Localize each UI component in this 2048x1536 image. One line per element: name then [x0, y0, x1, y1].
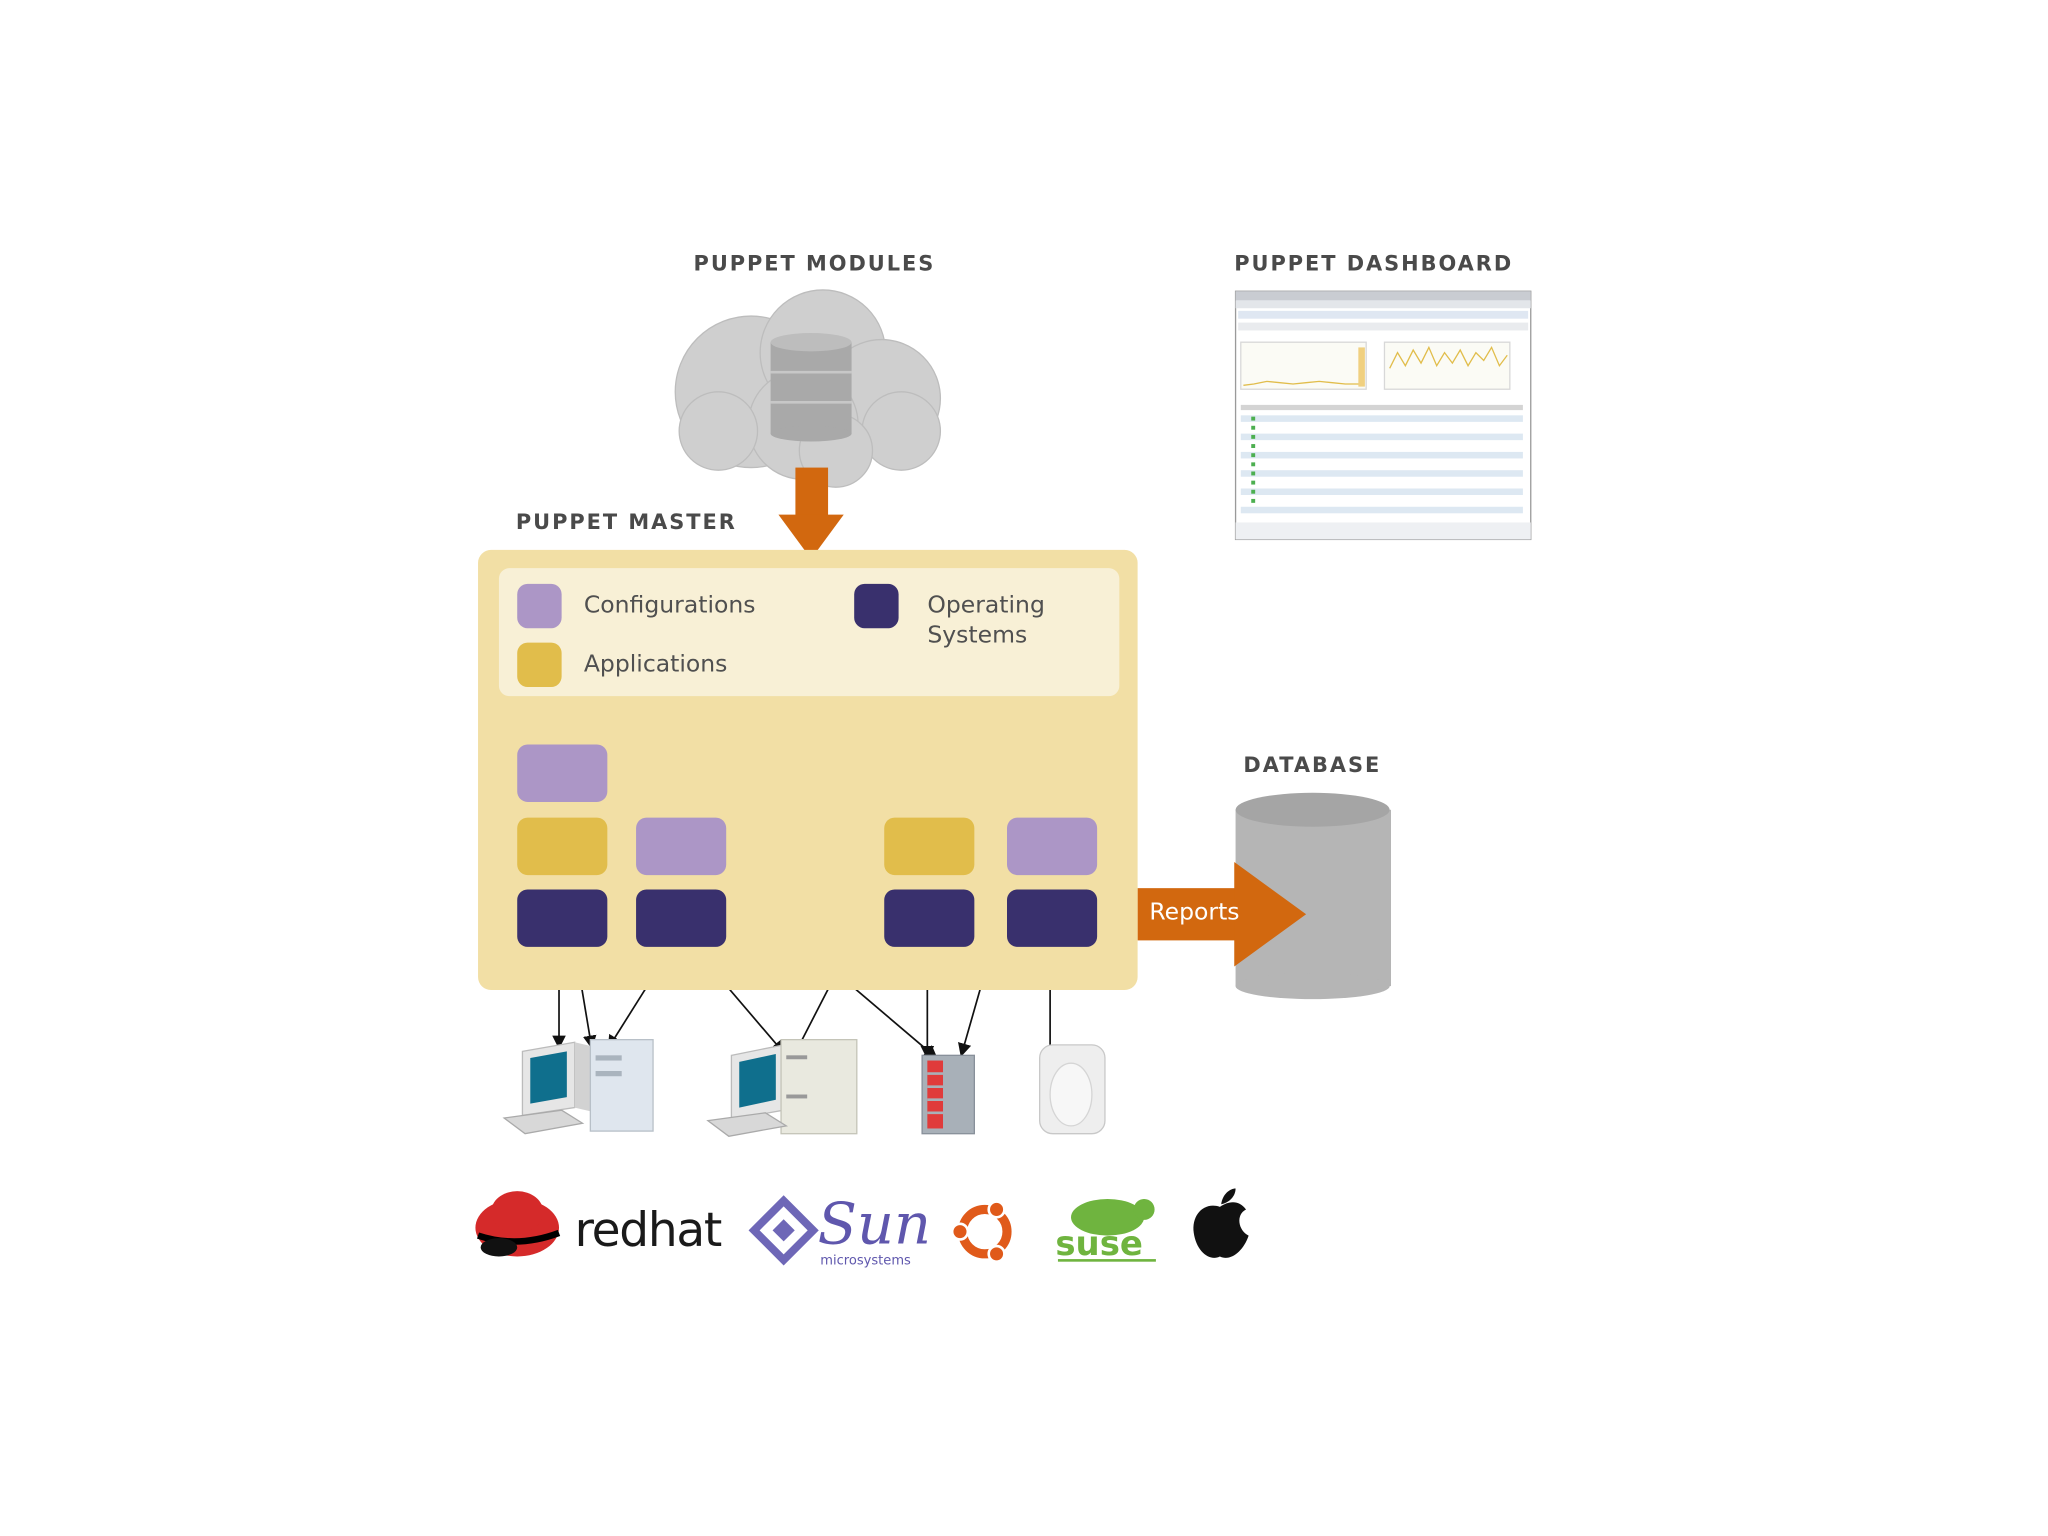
suse-logo [1057, 1198, 1156, 1262]
legend-swatch-configurations [517, 583, 562, 629]
server-icon [706, 1039, 858, 1138]
application-block [884, 817, 975, 876]
legend-panel [498, 568, 1120, 697]
modules-to-master-arrow [778, 467, 844, 560]
reports-label: Reports [1149, 898, 1240, 927]
legend-label-configurations: Configurations [583, 591, 756, 620]
workstation-icon [502, 1039, 654, 1135]
config-block [517, 744, 608, 802]
legend-label-operating-systems-line2: Systems [927, 621, 1028, 650]
sun-logo [748, 1195, 819, 1266]
mac-server-icon [1039, 1044, 1106, 1135]
os-block [884, 889, 975, 947]
legend-swatch-applications [517, 642, 562, 688]
config-block [636, 817, 727, 876]
redhat-wordmark: redhat [574, 1204, 723, 1258]
rack-server-icon [921, 1054, 976, 1135]
config-block [1007, 817, 1098, 876]
reports-arrow [1137, 862, 1307, 967]
suse-wordmark: suse [1055, 1225, 1143, 1265]
os-block [636, 889, 727, 947]
database-cylinder [1235, 792, 1391, 1000]
redhat-logo [475, 1191, 561, 1257]
legend-label-operating-systems-line1: Operating [927, 591, 1045, 620]
os-block [1007, 889, 1098, 947]
apple-logo [1193, 1188, 1249, 1258]
sun-wordmark: Sun [817, 1191, 932, 1258]
legend-label-applications: Applications [583, 650, 728, 678]
legend-swatch-operating-systems [854, 583, 899, 629]
database-icon [770, 333, 852, 442]
ubuntu-logo [950, 1200, 1012, 1263]
sun-subtitle: microsystems [820, 1253, 911, 1269]
puppet-master-title: PUPPET MASTER [515, 509, 737, 535]
database-title: DATABASE [1243, 752, 1382, 778]
puppet-dashboard-title: PUPPET DASHBOARD [1234, 250, 1514, 276]
os-block [517, 889, 608, 947]
dashboard-screenshot [1234, 290, 1532, 541]
application-block [517, 817, 608, 876]
puppet-modules-title: PUPPET MODULES [693, 250, 936, 276]
